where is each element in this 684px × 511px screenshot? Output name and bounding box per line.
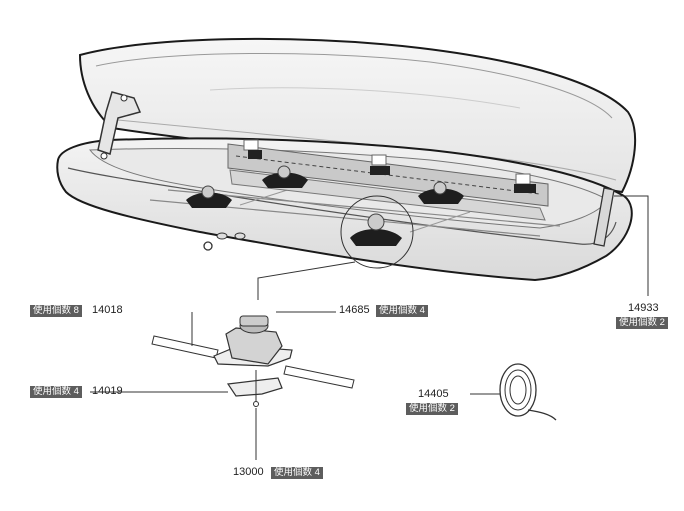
part-number-13000: 13000 xyxy=(233,466,264,478)
lock-assembly xyxy=(203,232,246,251)
part-number-14019: 14019 xyxy=(92,385,123,397)
part-14405-tape-roll xyxy=(470,363,557,421)
qty-badge-14018: 使用個数 8 xyxy=(30,305,82,317)
right-strut xyxy=(593,187,615,247)
part-number-14933: 14933 xyxy=(628,302,659,314)
part-14933-leader xyxy=(614,195,649,296)
inner-clamps xyxy=(186,165,464,246)
qty-badge-14405: 使用個数 2 xyxy=(406,403,458,415)
qty-badge-13000: 使用個数 4 xyxy=(271,467,323,479)
detail-circle xyxy=(340,195,414,269)
detail-leader xyxy=(257,261,356,300)
qty-badge-14685: 使用個数 4 xyxy=(376,305,428,317)
mounting-strip xyxy=(227,139,549,207)
left-hinge-arm xyxy=(97,91,142,160)
qty-badge-14019: 使用個数 4 xyxy=(30,386,82,398)
part-number-14018: 14018 xyxy=(92,304,123,316)
box-lid xyxy=(78,37,637,194)
part-number-14685: 14685 xyxy=(339,304,370,316)
part-number-14405: 14405 xyxy=(418,388,449,400)
part-14019-plate xyxy=(90,377,283,397)
part-14018-rail xyxy=(151,312,355,389)
part-14685-clamp xyxy=(213,311,336,367)
qty-badge-14933: 使用個数 2 xyxy=(616,317,668,329)
part-13000-screw xyxy=(253,370,259,460)
